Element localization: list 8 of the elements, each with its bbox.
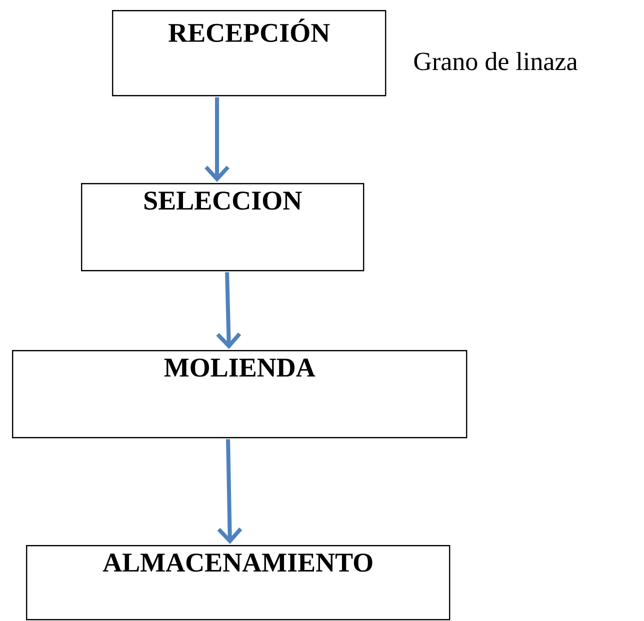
arrow (204, 97, 230, 182)
process-box: RECEPCIÓN (112, 10, 386, 96)
process-box: MOLIENDA (12, 350, 468, 438)
arrow (216, 272, 242, 349)
arrow (217, 439, 242, 544)
process-box: ALMACENAMIENTO (26, 545, 450, 620)
side-note: Grano de linaza (414, 52, 578, 70)
process-box: SELECCION (81, 183, 364, 272)
